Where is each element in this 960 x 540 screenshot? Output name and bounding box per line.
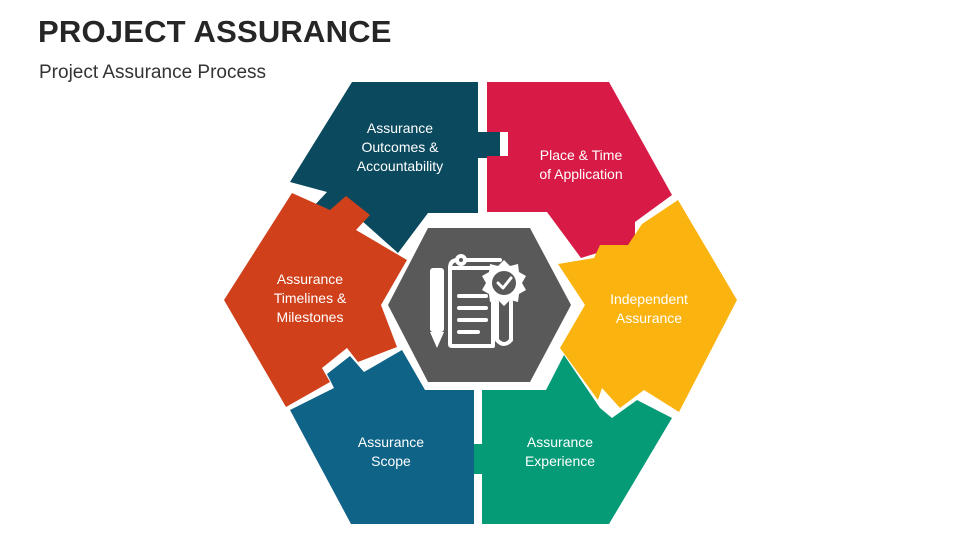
segment-label-timelines: Timelines &	[274, 290, 347, 306]
segment-label-outcomes: Accountability	[357, 158, 443, 174]
segment-label-experience: Experience	[525, 453, 595, 469]
segment-label-experience: Assurance	[527, 434, 593, 450]
segment-label-timelines: Milestones	[277, 309, 344, 325]
segment-label-independent: Independent	[610, 291, 688, 307]
page-title: PROJECT ASSURANCE	[38, 14, 392, 49]
segment-label-timelines: Assurance	[277, 271, 343, 287]
segment-label-independent: Assurance	[616, 310, 682, 326]
segment-label-scope: Scope	[371, 453, 411, 469]
segment-timelines	[224, 193, 407, 407]
segment-label-scope: Assurance	[358, 434, 424, 450]
segment-place	[487, 82, 672, 258]
segment-independent	[558, 200, 737, 412]
segment-label-place: of Application	[539, 166, 622, 182]
segment-label-outcomes: Assurance	[367, 120, 433, 136]
certificate-document-icon	[430, 254, 526, 348]
segment-label-place: Place & Time	[540, 147, 623, 163]
segment-label-outcomes: Outcomes &	[361, 139, 439, 155]
segment-scope	[290, 350, 474, 524]
segment-experience	[458, 355, 672, 524]
page-subtitle: Project Assurance Process	[39, 62, 267, 83]
